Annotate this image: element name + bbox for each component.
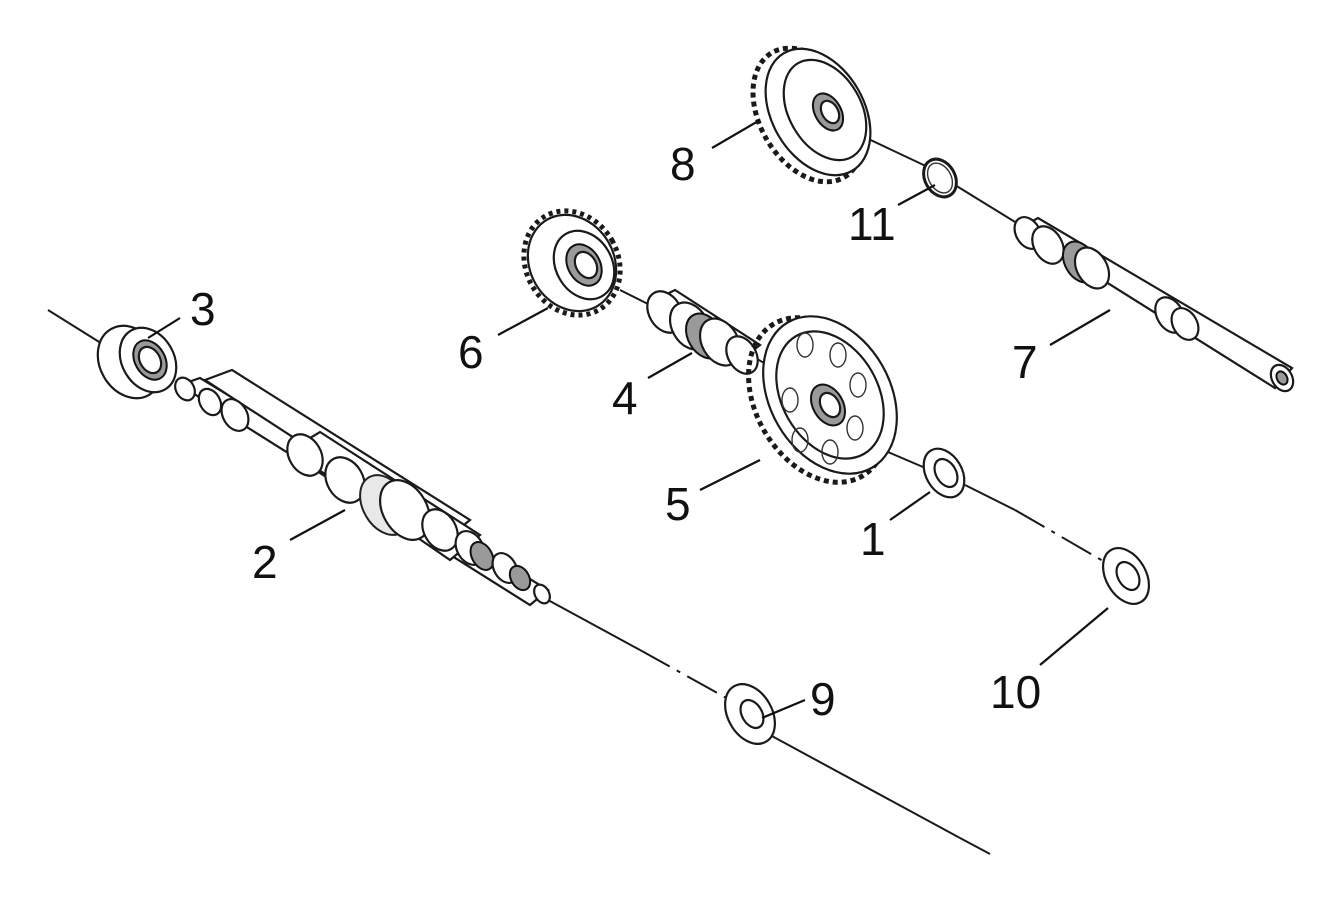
callout-8: 8 bbox=[670, 138, 696, 190]
callout-10: 10 bbox=[990, 666, 1041, 718]
part-11-circlip bbox=[922, 157, 958, 199]
part-4-sleeve bbox=[646, 288, 762, 375]
callout-6: 6 bbox=[458, 326, 484, 378]
part-3-bearing bbox=[96, 324, 178, 400]
callout-7: 7 bbox=[1012, 336, 1038, 388]
callout-9: 9 bbox=[810, 673, 836, 725]
part-1-washer bbox=[922, 447, 966, 499]
callout-numbers: 3 2 6 4 5 8 11 7 1 10 9 bbox=[190, 138, 1041, 725]
callout-4: 4 bbox=[612, 372, 638, 424]
part-7-countershaft bbox=[1013, 216, 1295, 393]
leader-lines bbox=[147, 119, 1111, 720]
part-9-washer bbox=[724, 683, 776, 745]
part-10-washer bbox=[1101, 547, 1151, 605]
part-5-large-gear bbox=[746, 315, 898, 485]
callout-1: 1 bbox=[860, 513, 886, 565]
callout-2: 2 bbox=[252, 536, 278, 588]
part-2-main-shaft bbox=[174, 368, 551, 607]
callout-3: 3 bbox=[190, 283, 216, 335]
assembly-axis-lines bbox=[47, 134, 1111, 856]
callout-11: 11 bbox=[848, 198, 896, 250]
part-6-small-gear bbox=[521, 208, 623, 318]
part-8-gear bbox=[750, 45, 872, 185]
callout-5: 5 bbox=[665, 478, 691, 530]
